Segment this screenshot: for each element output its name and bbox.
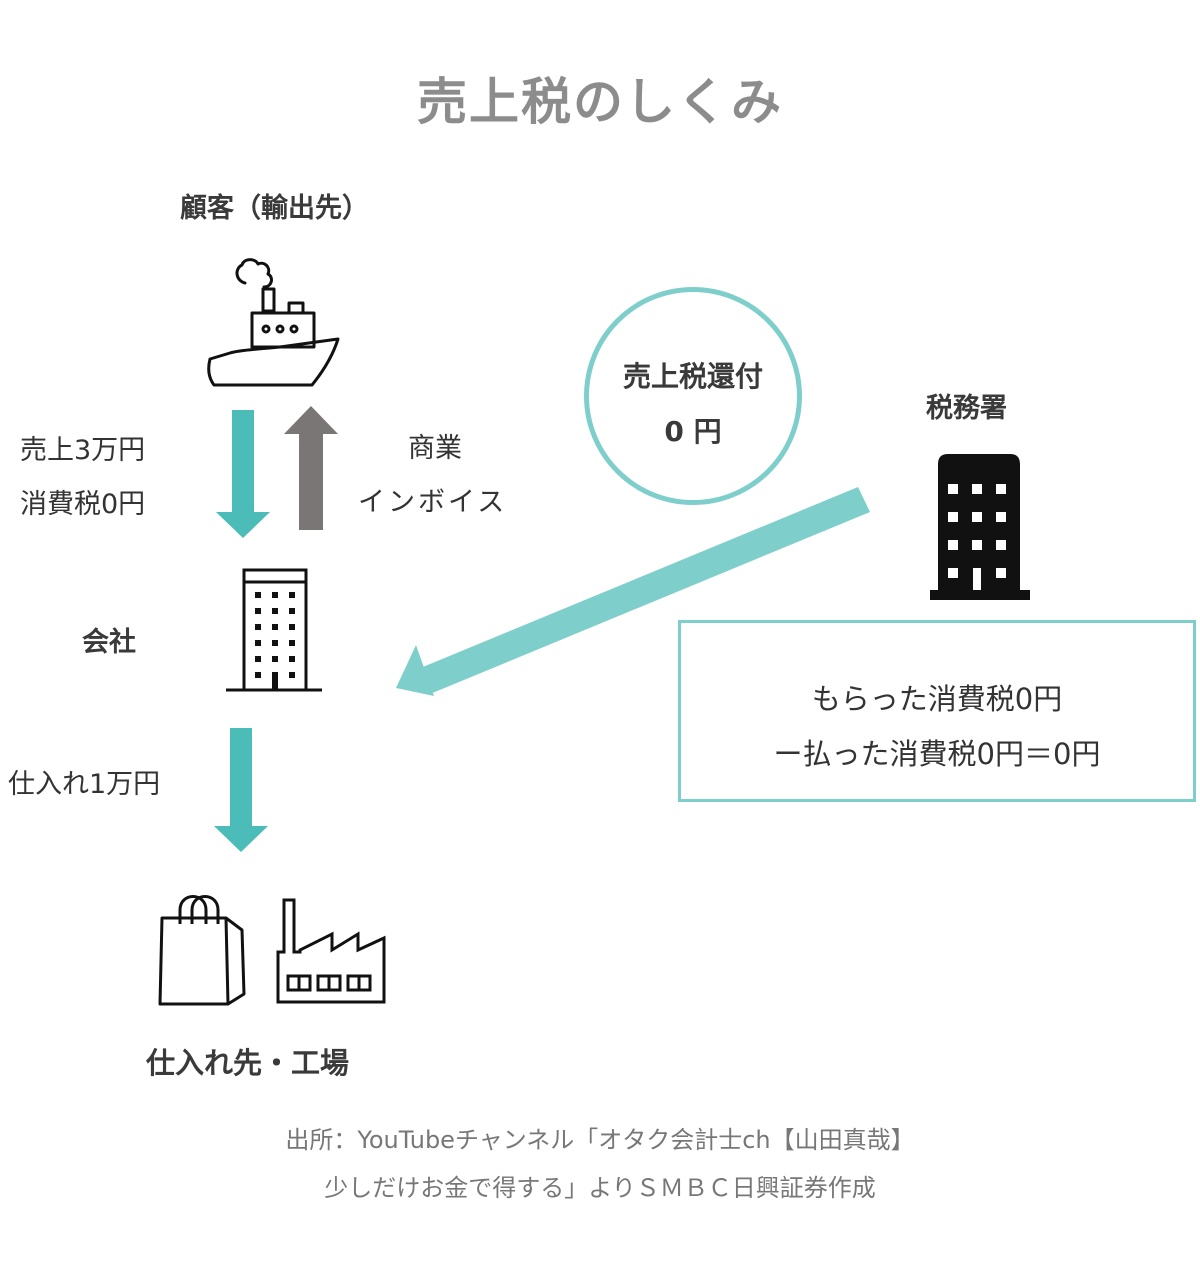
diagram-title: 売上税のしくみ bbox=[417, 73, 783, 131]
sales-tax-label: 消費税0円 bbox=[20, 489, 146, 520]
calculation-box bbox=[678, 620, 1196, 802]
invoice-label-line1: 商業 bbox=[408, 433, 462, 464]
source-line1: 出所：YouTubeチャンネル「オタク会計士ch【山田真哉】 bbox=[285, 1126, 915, 1154]
refund-circle bbox=[584, 287, 802, 505]
refund-amount: 0 円 bbox=[664, 415, 722, 448]
calculation-paid: ー払った消費税0円＝0円 bbox=[773, 737, 1101, 771]
customer-label: 顧客（輸出先） bbox=[180, 193, 369, 224]
purchase-label: 仕入れ1万円 bbox=[8, 769, 161, 800]
calculation-received: もらった消費税0円 bbox=[811, 682, 1063, 716]
purchase-arrow bbox=[214, 728, 268, 852]
sales-arrow bbox=[216, 410, 270, 538]
refund-label: 売上税還付 bbox=[622, 360, 763, 393]
sales-amount-label: 売上3万円 bbox=[20, 435, 146, 466]
shopping-bag-icon bbox=[158, 895, 246, 1006]
ship-icon bbox=[207, 258, 340, 387]
factory-icon bbox=[276, 898, 386, 1004]
invoice-label-line2: インボイス bbox=[358, 487, 508, 518]
tax-office-label: 税務署 bbox=[926, 393, 1007, 424]
source-line2: 少しだけお金で得する」よりＳＭＢＣ日興証券作成 bbox=[324, 1174, 876, 1202]
company-label: 会社 bbox=[82, 627, 136, 658]
invoice-arrow bbox=[284, 406, 338, 530]
office-building-icon bbox=[226, 568, 322, 692]
tax-office-building-icon bbox=[930, 454, 1030, 600]
supplier-label: 仕入れ先・工場 bbox=[146, 1046, 350, 1080]
